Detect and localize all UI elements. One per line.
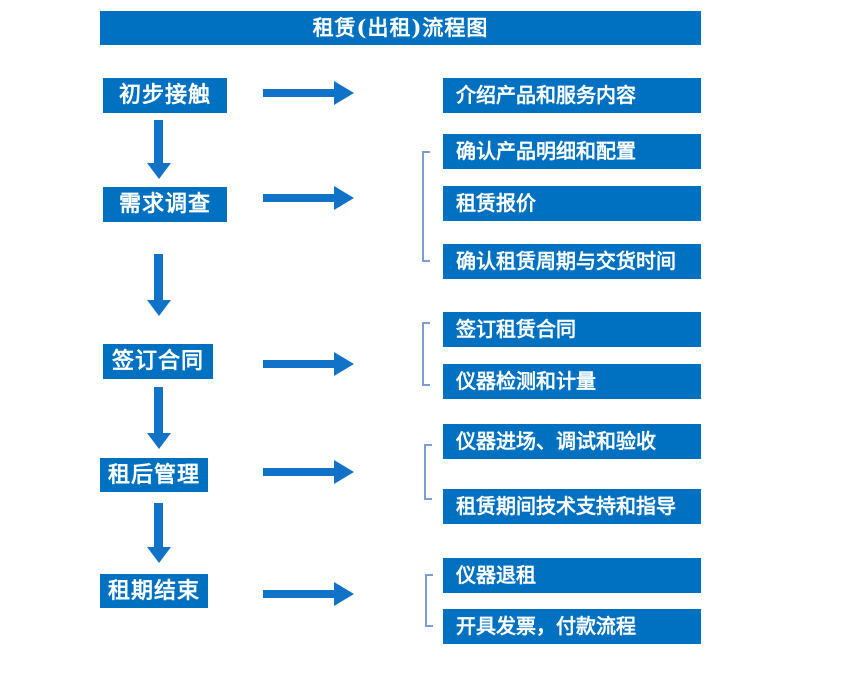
flow-arrow-right-2 [263, 194, 334, 202]
output-box-rental-quote: 租赁报价 [443, 186, 701, 221]
flow-arrow-right-4 [263, 468, 334, 476]
flow-arrow-down-4 [154, 503, 163, 547]
stage-box-contract-signing: 签订合同 [103, 344, 213, 379]
flow-arrow-right-1 [263, 89, 334, 97]
flow-arrow-right-5 [263, 590, 334, 598]
flow-arrow-down-3 [154, 387, 163, 433]
output-box-sign-rental-contract: 签订租赁合同 [443, 312, 701, 347]
flow-arrow-down-1 [154, 120, 163, 163]
group-bracket-stage-4 [424, 444, 432, 500]
output-box-instrument-return: 仪器退租 [443, 558, 701, 593]
output-box-invoice-payment: 开具发票，付款流程 [443, 609, 701, 644]
output-box-instrument-testing: 仪器检测和计量 [443, 364, 701, 399]
stage-box-demand-survey: 需求调查 [103, 187, 227, 222]
output-box-tech-support: 租赁期间技术支持和指导 [443, 489, 701, 524]
flow-arrow-down-2 [154, 254, 163, 300]
stage-box-post-rental-management: 租后管理 [100, 458, 208, 492]
output-box-instrument-setup: 仪器进场、调试和验收 [443, 424, 701, 459]
stage-box-rental-end: 租期结束 [100, 574, 208, 608]
output-box-confirm-details: 确认产品明细和配置 [443, 134, 701, 169]
group-bracket-stage-2 [422, 151, 430, 262]
output-box-confirm-period: 确认租赁周期与交货时间 [443, 244, 701, 279]
flowchart-title: 租赁(出租)流程图 [100, 11, 701, 45]
output-box-intro-products: 介绍产品和服务内容 [443, 78, 701, 113]
flow-arrow-right-3 [263, 360, 334, 368]
stage-box-initial-contact: 初步接触 [103, 78, 227, 113]
group-bracket-stage-5 [425, 574, 433, 627]
group-bracket-stage-3 [422, 322, 430, 386]
